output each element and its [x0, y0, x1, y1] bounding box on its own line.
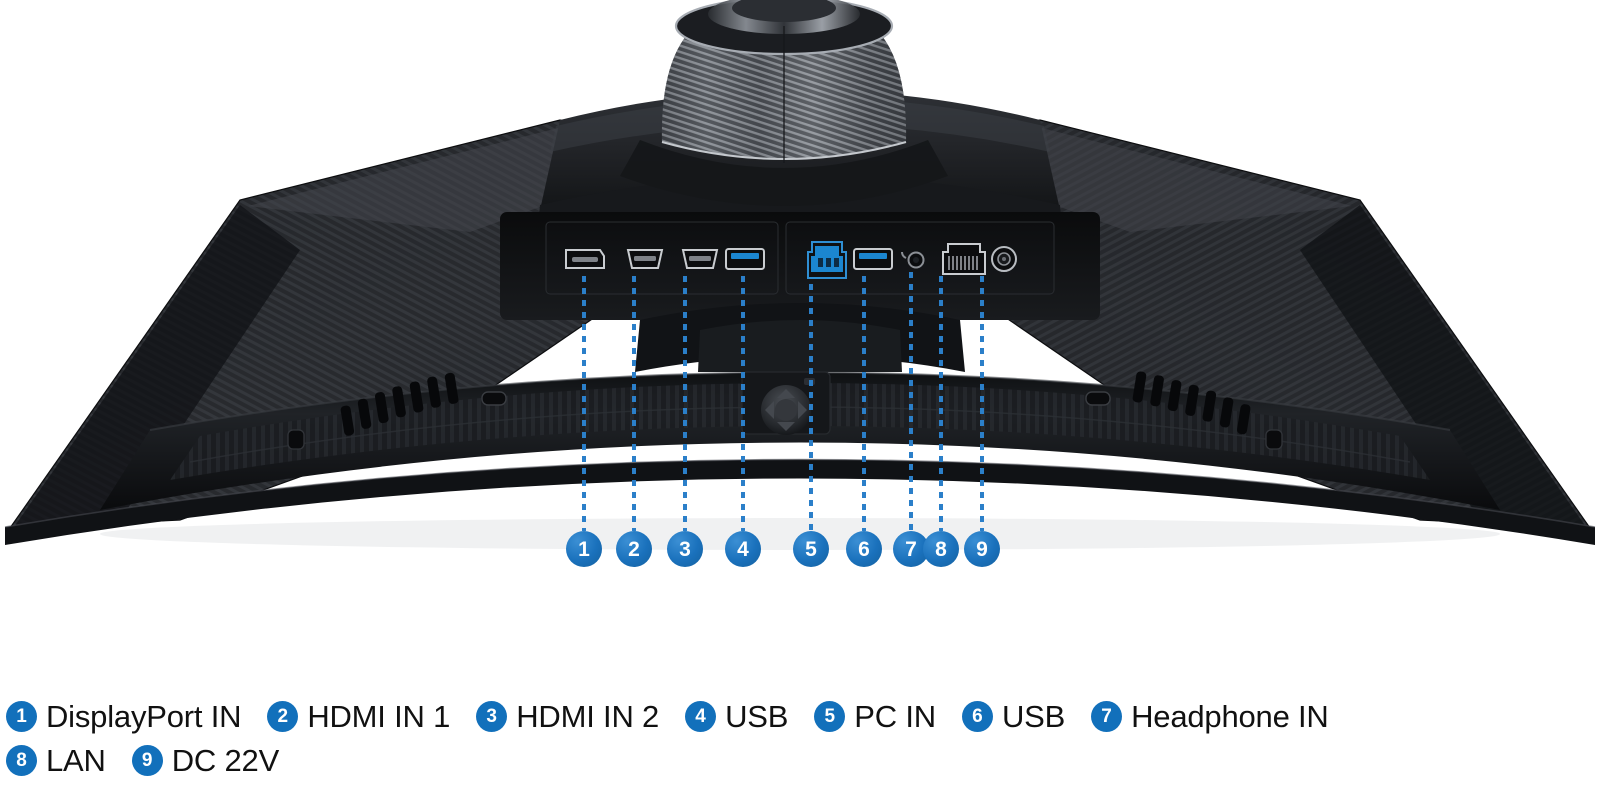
port-plate-left [546, 222, 778, 294]
callout-marker-9[interactable]: 9 [964, 531, 1000, 567]
monitor-product-image [4, 0, 1596, 550]
rear-slot-right-lower [1265, 429, 1283, 450]
leader-line-3 [683, 276, 687, 531]
callout-marker-4[interactable]: 4 [725, 531, 761, 567]
legend-label-9: DC 22V [171, 742, 280, 778]
leader-line-9 [980, 276, 984, 531]
legend-badge-7: 7 [1091, 700, 1123, 732]
port-hdmi-1-icon [626, 249, 664, 269]
legend-item-8[interactable]: 8 LAN [6, 742, 106, 778]
leader-line-6 [862, 276, 866, 531]
monitor-illustration [4, 0, 1596, 550]
rear-slot-left-lower [287, 429, 305, 450]
callout-marker-6[interactable]: 6 [846, 531, 882, 567]
legend-label-1: DisplayPort IN [46, 698, 242, 734]
joystick-right-icon [798, 401, 807, 419]
callout-marker-2[interactable]: 2 [616, 531, 652, 567]
port-usb-a-2-icon [853, 248, 893, 270]
vent-slots-right [1132, 371, 1251, 435]
legend-badge-4: 4 [685, 700, 717, 732]
legend-label-2: HDMI IN 1 [307, 698, 451, 734]
rear-slot-left [481, 391, 507, 406]
monitor-stand-neck [620, 0, 948, 206]
port-usb-b-pc-in-icon [807, 241, 847, 279]
port-dc-power-icon [991, 246, 1017, 272]
leader-line-1 [582, 276, 586, 531]
legend-item-1[interactable]: 1 DisplayPort IN [6, 698, 242, 734]
port-displayport-icon [565, 249, 605, 269]
legend-label-5: PC IN [854, 698, 936, 734]
joystick-down-icon [777, 422, 795, 431]
legend-badge-2: 2 [267, 700, 299, 732]
port-headphone-jack-icon [901, 251, 925, 269]
joystick-left-icon [765, 401, 774, 419]
leader-line-7 [909, 272, 913, 531]
osd-joystick-control[interactable] [741, 371, 831, 435]
leader-line-4 [741, 276, 745, 531]
legend-badge-9: 9 [131, 744, 163, 776]
legend-badge-8: 8 [6, 744, 37, 776]
port-usb-a-1-icon [725, 248, 765, 270]
callout-marker-5[interactable]: 5 [793, 531, 829, 567]
joystick-up-icon [777, 389, 795, 398]
leader-line-2 [632, 276, 636, 531]
cable-channel [635, 303, 965, 372]
leader-line-5 [809, 284, 813, 531]
port-hdmi-2-icon [681, 249, 719, 269]
leader-line-8 [939, 276, 943, 531]
callout-marker-3[interactable]: 3 [667, 531, 703, 567]
legend-badge-5: 5 [814, 700, 846, 732]
legend-label-6: USB [1001, 698, 1066, 734]
legend-badge-6: 6 [961, 700, 993, 732]
legend-label-8: LAN [46, 742, 106, 778]
callout-marker-8[interactable]: 8 [923, 531, 959, 567]
port-lan-rj45-icon [942, 243, 986, 275]
legend-label-3: HDMI IN 2 [516, 698, 660, 734]
legend-badge-3: 3 [476, 700, 508, 732]
legend-badge-1: 1 [6, 700, 37, 732]
rear-slot-right [1085, 391, 1111, 406]
monitor-bottom-edge [4, 458, 1596, 545]
legend-label-4: USB [725, 698, 789, 734]
legend-label-7: Headphone IN [1131, 698, 1329, 734]
vent-slots-left [340, 372, 459, 436]
callout-marker-1[interactable]: 1 [566, 531, 602, 567]
